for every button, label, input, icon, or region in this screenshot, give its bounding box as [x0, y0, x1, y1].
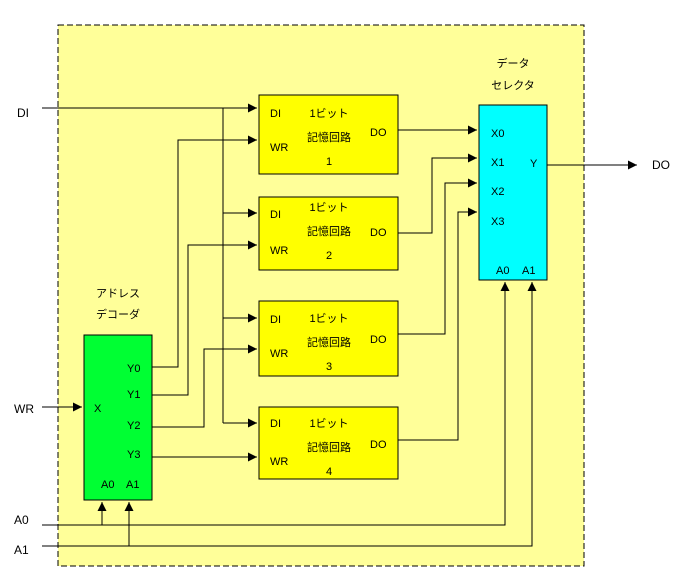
decoder-title-line1: アドレス	[96, 288, 140, 300]
cell1-title-line2: 記憶回路	[307, 130, 351, 144]
cell4-title-line2: 記憶回路	[307, 440, 351, 454]
wire-y2-to-cell3-wr	[152, 344, 257, 428]
wire-y0-to-cell1-wr	[152, 135, 257, 368]
cell1-di: DI	[270, 108, 281, 120]
cell2-wr: WR	[270, 245, 288, 257]
cell4-index: 4	[326, 466, 332, 478]
wire-cell2-do-to-x1	[398, 153, 477, 234]
selector-in-x1: X1	[491, 157, 504, 169]
cell4-do: DO	[370, 439, 387, 451]
cell3-title-line1: 1ビット	[309, 312, 348, 325]
cell3-index: 3	[326, 361, 332, 373]
selector-sel-a1: A1	[522, 265, 535, 277]
label-a1-input: A1	[14, 543, 29, 557]
decoder-sel-a0: A0	[101, 479, 114, 491]
cell3-title-line2: 記憶回路	[307, 335, 351, 349]
selector-title-line2: セレクタ	[491, 79, 535, 92]
cell4-wr: WR	[270, 456, 288, 468]
cell1-title-line1: 1ビット	[309, 107, 348, 120]
decoder-sel-a1: A1	[126, 479, 139, 491]
wire-a0-to-selector	[42, 282, 510, 526]
cell1-wr: WR	[270, 142, 288, 154]
data-selector-box	[478, 104, 548, 281]
wire-cell4-do-to-x3	[398, 207, 477, 441]
decoder-out-y2: Y2	[127, 420, 140, 432]
address-decoder-box	[83, 334, 153, 501]
decoder-out-y1: Y1	[127, 389, 140, 401]
selector-out-y: Y	[530, 158, 538, 170]
cell1-index: 1	[326, 156, 332, 168]
cell4-di: DI	[270, 418, 281, 430]
cell3-wr: WR	[270, 348, 288, 360]
decoder-title-line2: デコーダ	[96, 307, 140, 321]
cell4-title-line1: 1ビット	[309, 417, 348, 430]
selector-in-x2: X2	[491, 186, 504, 198]
cell2-index: 2	[326, 250, 332, 262]
wire-cell3-do-to-x2	[398, 178, 477, 335]
cell2-do: DO	[370, 227, 387, 239]
wire-y1-to-cell2-wr	[152, 240, 257, 396]
label-di-input: DI	[17, 106, 29, 120]
selector-in-x3: X3	[491, 216, 504, 228]
decoder-in-x: X	[94, 403, 102, 415]
label-do-output: DO	[652, 158, 670, 172]
selector-in-x0: X0	[491, 128, 504, 140]
cell2-title-line1: 1ビット	[309, 201, 348, 214]
cell2-title-line2: 記憶回路	[307, 224, 351, 238]
decoder-out-y3: Y3	[127, 449, 140, 461]
selector-title-line1: データ	[497, 56, 530, 70]
memory-cell-4-box	[258, 406, 399, 480]
memory-cell-3-box	[258, 300, 399, 377]
cell3-di: DI	[270, 314, 281, 326]
memory-cell-2-box	[258, 196, 399, 271]
cell3-do: DO	[370, 334, 387, 346]
wire-a1-to-selector	[42, 282, 537, 547]
label-wr-input: WR	[14, 402, 34, 416]
cell2-di: DI	[270, 209, 281, 221]
cell1-do: DO	[370, 127, 387, 139]
label-a0-input: A0	[14, 513, 29, 527]
selector-sel-a0: A0	[496, 265, 509, 277]
wires	[42, 103, 637, 547]
memory-cell-1-box	[258, 94, 399, 175]
decoder-out-y0: Y0	[127, 363, 140, 375]
